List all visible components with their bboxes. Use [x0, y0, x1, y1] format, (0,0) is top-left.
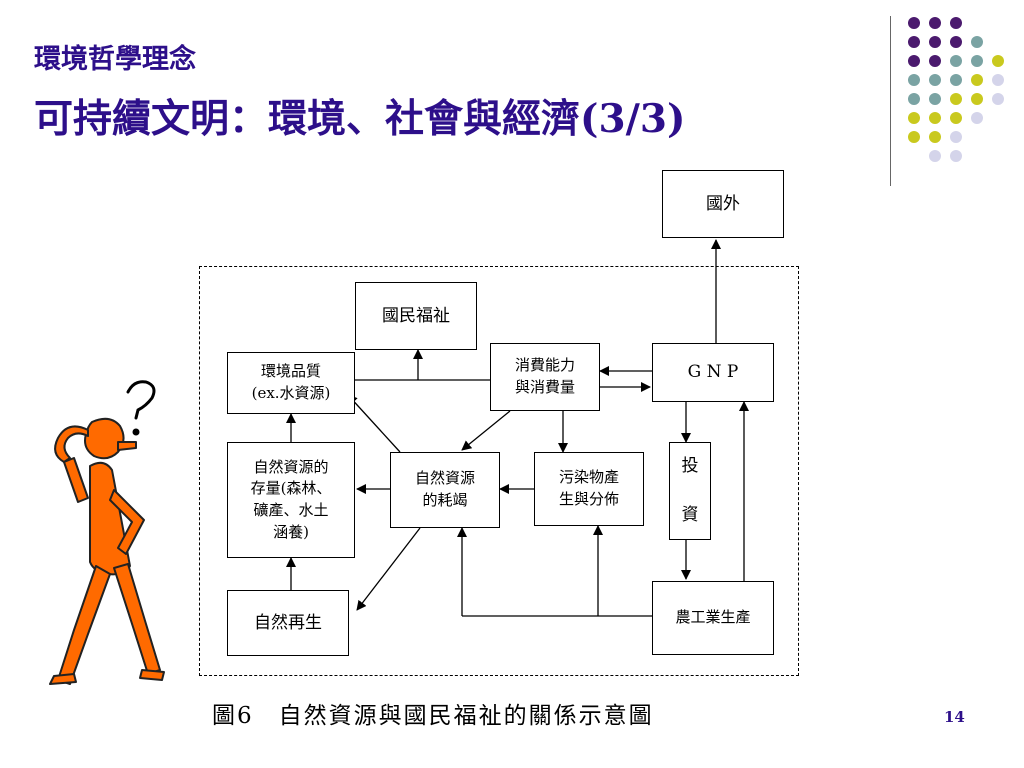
figure-caption: 圖6 自然資源與國民福祉的關係示意圖 — [212, 703, 654, 729]
thinking-figure-illustration — [49, 380, 165, 685]
arrow-depletion-to-env-quality — [347, 394, 401, 453]
question-mark-icon — [126, 380, 156, 436]
node-natural-resource-stock: 自然資源的 存量(森林、 礦產、水土 涵養) — [227, 442, 355, 558]
dot-grid-purple — [908, 17, 962, 67]
node-consumption: 消費能力 與消費量 — [490, 343, 600, 411]
node-resource-depletion: 自然資源 的耗竭 — [390, 452, 500, 528]
node-pollution: 污染物產 生與分佈 — [534, 452, 644, 526]
node-foreign: 國外 — [662, 170, 784, 238]
system-boundary-dashed-box — [199, 266, 799, 676]
node-gnp: G N P — [652, 343, 774, 402]
node-agri-industrial-production: 農工業生產 — [652, 581, 774, 655]
node-environmental-quality: 環境品質 (ex.水資源) — [227, 352, 355, 414]
figure-body — [49, 417, 165, 685]
dot-grid-lavender — [929, 74, 1004, 162]
node-investment: 投 資 — [669, 442, 711, 540]
dot-grid-yellow — [908, 55, 1004, 143]
node-national-welfare: 國民福祉 — [355, 282, 477, 350]
page-number: 14 — [944, 708, 965, 726]
dot-grid-teal — [908, 36, 983, 105]
arrow-consumption-to-depletion — [461, 410, 511, 451]
arrow-depletion-to-regeneration — [356, 527, 421, 611]
decorative-dot-grid — [908, 17, 1004, 162]
header-divider — [890, 16, 891, 186]
node-natural-regeneration: 自然再生 — [227, 590, 349, 656]
slide-title: 可持續文明：環境、社會與經濟(3/3) — [34, 96, 686, 142]
slide-subtitle: 環境哲學理念 — [34, 44, 196, 75]
